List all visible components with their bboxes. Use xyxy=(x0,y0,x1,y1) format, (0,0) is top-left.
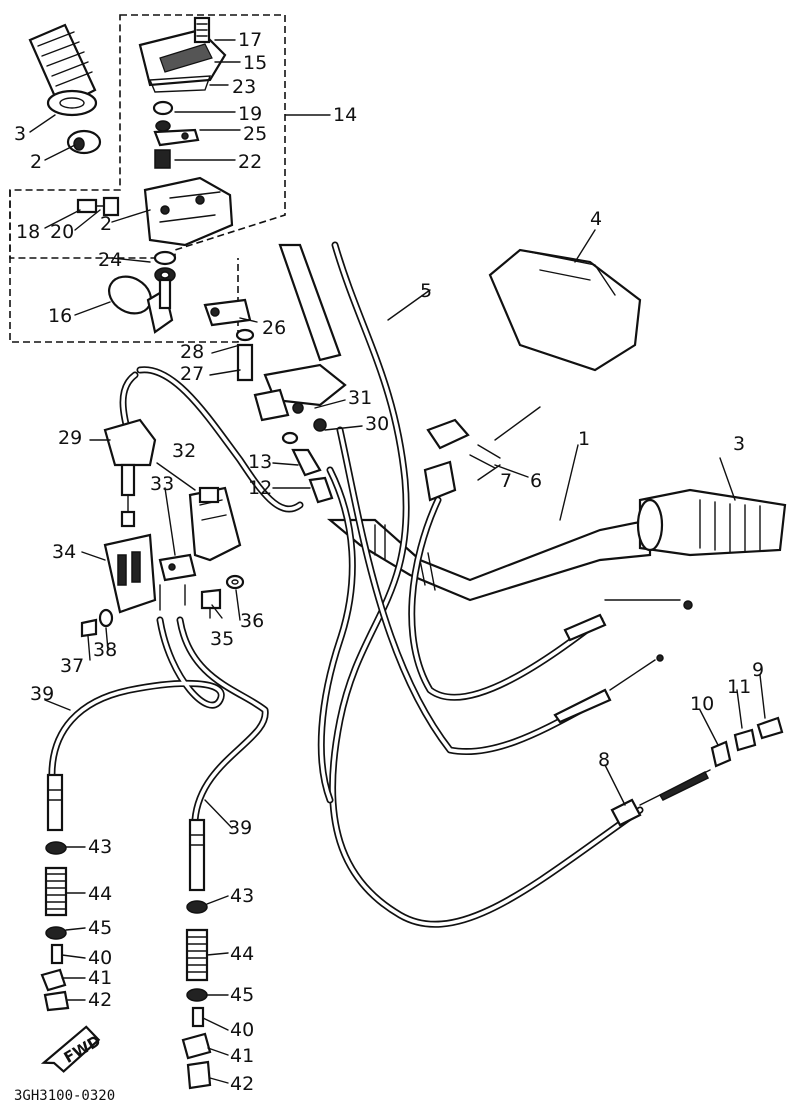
callout-17: 17 xyxy=(238,29,262,51)
callout-11: 11 xyxy=(727,676,751,698)
callout-38: 38 xyxy=(93,639,117,661)
callout-19: 19 xyxy=(238,103,262,125)
callout-25: 25 xyxy=(243,123,267,145)
callout-2b: 2 xyxy=(100,213,112,235)
callout-31: 31 xyxy=(348,387,372,409)
callout-44b: 44 xyxy=(230,943,254,965)
callout-7: 7 xyxy=(500,470,512,492)
callout-45a: 45 xyxy=(88,917,112,939)
leader-lines xyxy=(29,39,766,1084)
callout-30: 30 xyxy=(365,413,389,435)
callout-39a: 39 xyxy=(30,683,54,705)
adjuster-parts xyxy=(710,716,784,768)
callout-28: 28 xyxy=(180,341,204,363)
bracket-33 xyxy=(158,553,197,611)
callout-40b: 40 xyxy=(230,1019,254,1041)
bolt-35 xyxy=(200,588,222,619)
cable-ends xyxy=(553,599,711,827)
callout-1: 1 xyxy=(578,428,590,450)
plate-34 xyxy=(103,533,157,614)
throttle-lever xyxy=(108,275,174,334)
cable-guide xyxy=(423,418,501,502)
left-spring-stack xyxy=(40,773,70,1012)
right-spring-stack xyxy=(181,818,212,1090)
callout-10: 10 xyxy=(690,693,714,715)
callout-45b: 45 xyxy=(230,984,254,1006)
callout-6: 6 xyxy=(530,470,542,492)
switch-29 xyxy=(103,418,157,528)
callout-24: 24 xyxy=(98,249,122,271)
throttle-cover xyxy=(138,16,227,93)
module-32 xyxy=(188,486,242,562)
callout-8: 8 xyxy=(598,749,610,771)
callout-33: 33 xyxy=(150,473,174,495)
callout-20: 20 xyxy=(50,221,74,243)
bracket-26 xyxy=(203,298,255,382)
callout-41b: 41 xyxy=(230,1045,254,1067)
callout-27: 27 xyxy=(180,363,204,385)
diagram-code: 3GH3100-0320 xyxy=(14,1088,115,1104)
callout-4: 4 xyxy=(590,208,602,230)
callout-3a: 3 xyxy=(14,123,26,145)
callout-13: 13 xyxy=(248,451,272,473)
callout-18: 18 xyxy=(16,221,40,243)
left-grip xyxy=(28,23,98,117)
callout-40a: 40 xyxy=(88,947,112,969)
callout-32: 32 xyxy=(172,440,196,462)
collar-ring xyxy=(66,129,102,155)
brake-lever-assembly xyxy=(253,363,347,504)
callout-43b: 43 xyxy=(230,885,254,907)
callout-36: 36 xyxy=(240,610,264,632)
callout-23: 23 xyxy=(232,76,256,98)
callout-29: 29 xyxy=(58,427,82,449)
callout-16: 16 xyxy=(48,305,72,327)
twin-cables xyxy=(48,616,269,824)
callout-2a: 2 xyxy=(30,151,42,173)
bolt-37-38 xyxy=(80,608,114,638)
callout-34: 34 xyxy=(52,541,76,563)
throttle-housing xyxy=(143,176,234,247)
callout-9: 9 xyxy=(752,659,764,681)
callout-12: 12 xyxy=(248,477,272,499)
callout-5: 5 xyxy=(420,280,432,302)
callout-14: 14 xyxy=(333,104,357,126)
callout-42b: 42 xyxy=(230,1073,254,1095)
callout-41a: 41 xyxy=(88,967,112,989)
throttle-screws xyxy=(76,196,177,283)
callout-44a: 44 xyxy=(88,883,112,905)
callout-42a: 42 xyxy=(88,989,112,1011)
callout-22: 22 xyxy=(238,151,262,173)
washer-36 xyxy=(225,574,245,590)
callout-26: 26 xyxy=(262,317,286,339)
callout-3b: 3 xyxy=(733,433,745,455)
fwd-arrow: FWD xyxy=(40,1025,104,1073)
callout-37: 37 xyxy=(60,655,84,677)
callout-43a: 43 xyxy=(88,836,112,858)
callout-numbers: 3 2 17 15 23 19 25 22 14 18 20 2 24 16 2… xyxy=(14,29,764,1095)
right-grip xyxy=(636,488,787,557)
throttle-small-parts xyxy=(152,100,200,169)
callout-39b: 39 xyxy=(228,817,252,839)
callout-35: 35 xyxy=(210,628,234,650)
callout-15: 15 xyxy=(243,52,267,74)
handlebar-pad xyxy=(488,248,642,372)
